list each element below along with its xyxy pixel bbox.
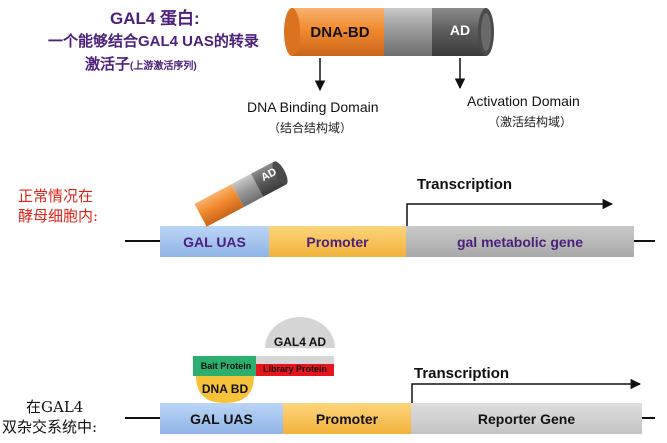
gal-uas-box-hybrid [160,403,283,434]
bait-protein-label: Bait Protein [200,361,252,371]
hybrid-side-label-line1: 在GAL4 [26,398,84,416]
gal-uas-label-hybrid: GAL UAS [190,410,253,427]
bait-protein-bar [193,356,259,376]
transcription-arrow-normal [406,198,614,226]
gal4-ad-dome [265,317,335,348]
normal-side-label-line1: 正常情况在 [18,187,94,205]
gal4-description-main: 激活子 [85,56,131,73]
normal-side-label: 正常情况在 酵母细胞内: [18,186,98,226]
promoter-box-normal [269,226,406,257]
library-protein-label: Library Protein [262,364,327,374]
dna-binding-domain-label: DNA Binding Domain [247,99,379,115]
gal4-ad-label: GAL4 AD [273,335,327,349]
dna-bd-segment [292,8,384,56]
activation-domain-cn-label: （激活结构域） [488,115,573,129]
transcription-arrow-hybrid [411,378,642,403]
tilted-ad-cap [272,161,288,185]
gal4-tilted-cylinder [194,161,288,227]
dna-bd-label: DNA-BD [310,23,370,41]
promoter-box-hybrid [283,403,411,434]
library-protein-top-band [256,356,334,364]
gene-box-normal [406,226,634,257]
activation-domain-label: Activation Domain [467,93,580,109]
dna-bd-lobe-label: DNA BD [201,382,249,396]
gal4-title-text: GAL4 蛋白: [110,9,200,28]
dna-bd-end-cap [284,8,300,56]
gal4-description-line2: 一个能够结合GAL4 UAS的转录 [48,33,259,50]
gal4-title: GAL4 蛋白: [110,4,200,29]
hybrid-side-label: 在GAL4 双杂交系统中: [2,397,97,437]
ad-end-cap-inner [481,13,491,51]
linker-segment [384,8,432,56]
dna-binding-domain-cn-label: （结合结构域） [268,121,353,135]
gal-uas-box-normal [160,226,269,257]
transcription-label-normal: Transcription [417,176,513,193]
hybrid-side-label-line2: 双杂交系统中: [2,418,98,436]
normal-side-label-line2: 酵母细胞内: [18,207,99,225]
promoter-label-normal: Promoter [306,233,369,250]
reporter-gene-label: Reporter Gene [477,410,576,427]
dna-bd-lobe [196,376,254,403]
gal4-protein-cylinder [284,8,494,56]
ad-segment [432,8,486,56]
gal-uas-label-normal: GAL UAS [183,233,246,250]
promoter-label-hybrid: Promoter [315,410,379,427]
tilted-linker [231,173,264,208]
gal4-description-line3: 激活子(上游激活序列) [85,53,197,74]
ad-label: AD [449,22,471,38]
gal4-description-note: (上游激活序列) [130,61,197,72]
reporter-gene-box [411,403,642,434]
tilted-dna-bd [194,184,244,227]
gene-label-normal: gal metabolic gene [456,233,584,250]
transcription-label-hybrid: Transcription [414,365,510,382]
